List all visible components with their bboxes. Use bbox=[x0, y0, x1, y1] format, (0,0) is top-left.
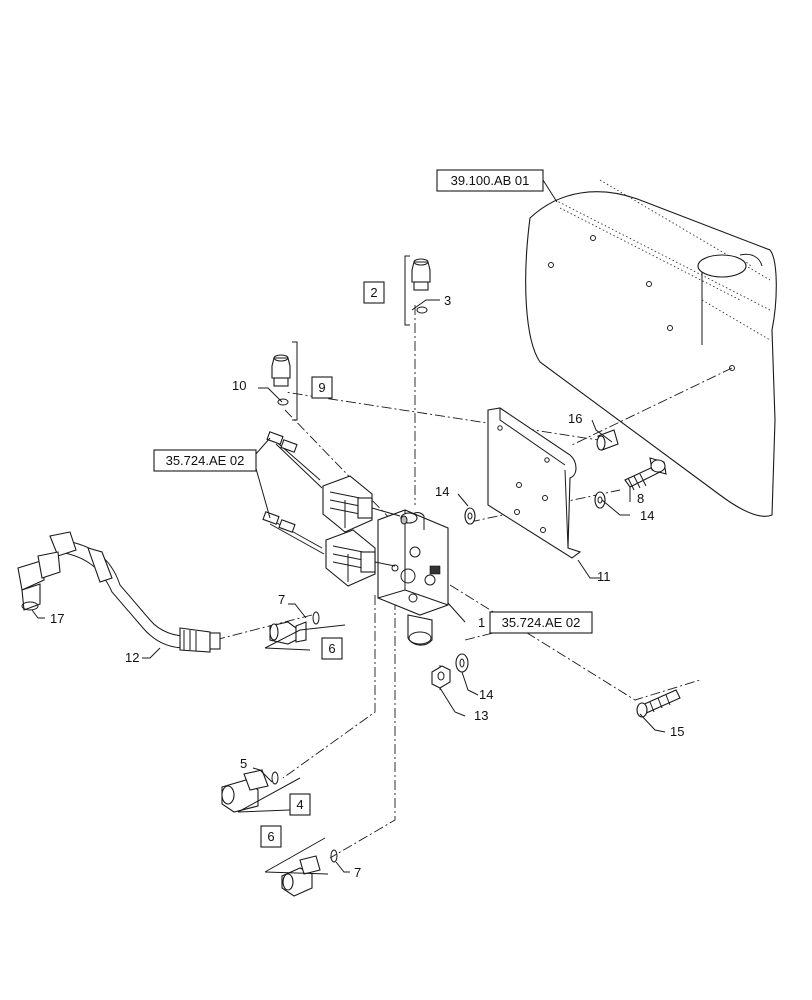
callout-1: 1 bbox=[478, 615, 485, 630]
callout-box-9: 9 bbox=[311, 376, 333, 399]
mounting-bracket bbox=[487, 407, 582, 559]
elbow-fitting-17 bbox=[17, 531, 77, 611]
callout-15: 15 bbox=[670, 724, 684, 739]
straight-fitting-2 bbox=[411, 258, 431, 314]
bracket-6a bbox=[264, 624, 346, 651]
callout-3: 3 bbox=[444, 293, 451, 308]
reference-box-35724-top[interactable]: 35.724.AE 02 bbox=[153, 449, 257, 472]
callout-5: 5 bbox=[240, 756, 247, 771]
callout-7b: 7 bbox=[354, 865, 361, 880]
callout-box-4: 4 bbox=[289, 793, 311, 816]
reference-label-35724-top: 35.724.AE 02 bbox=[166, 453, 245, 468]
callout-8: 8 bbox=[637, 491, 644, 506]
callout-16: 16 bbox=[568, 411, 582, 426]
washer-14b bbox=[594, 491, 606, 509]
callout-box-6b: 6 bbox=[260, 825, 282, 848]
straight-fitting-9 bbox=[271, 354, 291, 406]
solenoid-coil-lower bbox=[325, 529, 396, 587]
chassis-frame bbox=[525, 179, 777, 517]
callout-14b: 14 bbox=[640, 508, 654, 523]
callout-9: 9 bbox=[318, 380, 325, 395]
valve-block bbox=[377, 509, 449, 646]
callout-2: 2 bbox=[370, 285, 377, 300]
washer-14a bbox=[464, 507, 476, 525]
elbow-fitting-4 bbox=[221, 769, 279, 813]
callout-12: 12 bbox=[125, 650, 139, 665]
callout-box-6a: 6 bbox=[321, 637, 343, 660]
callout-10: 10 bbox=[232, 378, 246, 393]
wire-harness-connectors bbox=[262, 431, 325, 555]
callout-14a: 14 bbox=[435, 484, 449, 499]
bracket-9 bbox=[292, 341, 298, 421]
callout-6a: 6 bbox=[328, 641, 335, 656]
nut-13 bbox=[431, 665, 451, 689]
elbow-fitting-6b bbox=[281, 849, 338, 897]
callout-17: 17 bbox=[50, 611, 64, 626]
reference-box-35724-valve[interactable]: 35.724.AE 02 bbox=[489, 611, 593, 634]
reference-label-39100: 39.100.AB 01 bbox=[451, 173, 530, 188]
bracket-2 bbox=[404, 255, 410, 326]
callout-11: 11 bbox=[597, 569, 611, 584]
callout-6b: 6 bbox=[267, 829, 274, 844]
callout-14c: 14 bbox=[479, 687, 493, 702]
bracket-4 bbox=[237, 777, 301, 813]
hydraulic-hose bbox=[59, 539, 221, 653]
callout-13: 13 bbox=[474, 708, 488, 723]
callout-box-2: 2 bbox=[363, 281, 385, 304]
reference-label-35724-valve: 35.724.AE 02 bbox=[502, 615, 581, 630]
solenoid-coil-upper bbox=[322, 475, 401, 533]
adapter-fitting-6a bbox=[269, 611, 320, 645]
washer-14c bbox=[455, 653, 469, 673]
reference-box-39100[interactable]: 39.100.AB 01 bbox=[436, 169, 544, 192]
bolt-15 bbox=[636, 689, 681, 718]
callout-7a: 7 bbox=[278, 592, 285, 607]
callout-4: 4 bbox=[296, 797, 303, 812]
bracket-6b bbox=[264, 837, 329, 875]
callout-leaders bbox=[31, 179, 666, 873]
bolt-8 bbox=[624, 457, 667, 491]
